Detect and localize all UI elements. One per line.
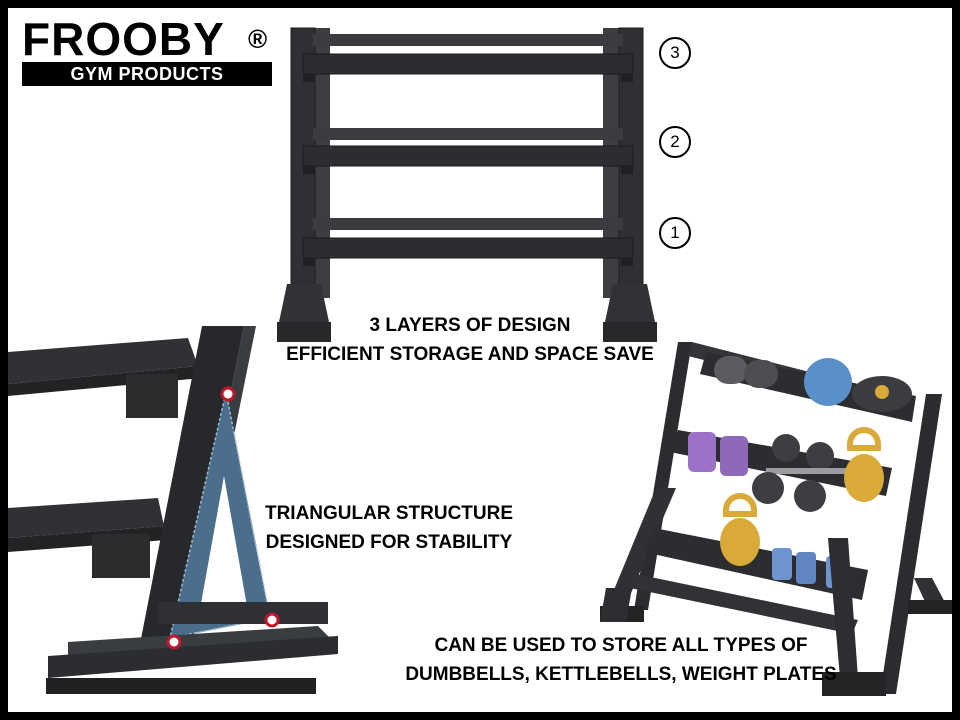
layer-badge-2: 2: [659, 126, 691, 158]
registered-mark: ®: [248, 24, 268, 54]
rack-front-illustration: [277, 27, 657, 342]
storage-caption-line2: DUMBBELLS, KETTLEBELLS, WEIGHT PLATES: [405, 664, 837, 685]
storage-caption-line1: CAN BE USED TO STORE ALL TYPES OF: [434, 635, 808, 656]
brand-tagline: GYM PRODUCTS: [22, 62, 272, 86]
triangle-structure-closeup: [8, 326, 338, 694]
structure-caption-line2: DESIGNED FOR STABILITY: [265, 532, 513, 553]
layers-caption-line2: EFFICIENT STORAGE AND SPACE SAVE: [286, 344, 654, 365]
structure-caption-line1: TRIANGULAR STRUCTURE: [264, 503, 514, 524]
layer-badge-1: 1: [659, 217, 691, 249]
brand-logo-wordmark: FROOBY: [22, 13, 225, 65]
layers-caption-line1: 3 LAYERS OF DESIGN: [369, 315, 571, 336]
loaded-rack-illustration: [600, 342, 952, 696]
layer-badge-3: 3: [659, 37, 691, 69]
